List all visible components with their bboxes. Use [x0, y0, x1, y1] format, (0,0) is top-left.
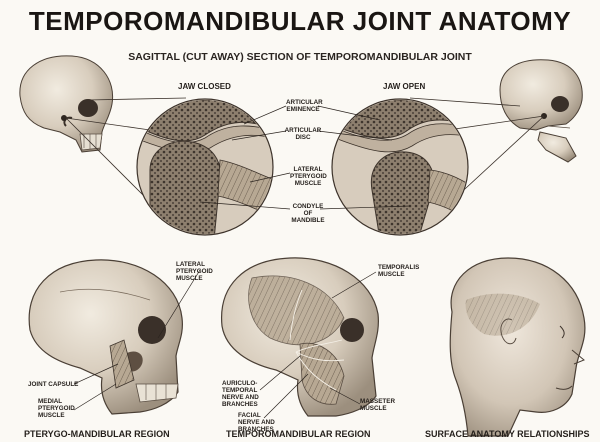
joint-section-open [325, 99, 475, 240]
heading-jaw-open: JAW OPEN [383, 82, 425, 91]
label-articular-disc: ARTICULAR DISC [278, 127, 328, 141]
label-medial-pterygoid: MEDIAL PTERYGOID MUSCLE [38, 398, 76, 419]
skull-closed-top-left [20, 56, 113, 152]
label-joint-capsule: JOINT CAPSULE [28, 381, 88, 388]
caption-pterygo-mandibular: PTERYGO-MANDIBULAR REGION [24, 429, 170, 439]
skull-pterygo-mandibular [29, 260, 182, 414]
joint-section-closed [130, 99, 280, 240]
label-articular-eminence: ARTICULAR EMINENCE [286, 99, 320, 113]
label-lateral-pterygoid-left: LATERAL PTERYGOID MUSCLE [176, 261, 212, 282]
label-masseter: MASSETER MUSCLE [360, 398, 400, 412]
skull-open-top-right [500, 60, 582, 162]
label-lateral-pterygoid-center: LATERAL PTERYGOID MUSCLE [290, 166, 326, 187]
caption-temporomandibular: TEMPOROMANDIBULAR REGION [226, 429, 371, 439]
label-auriculotemporal: AURICULO-TEMPORAL NERVE AND BRANCHES [222, 380, 270, 408]
head-surface-anatomy [450, 258, 585, 436]
heading-jaw-closed: JAW CLOSED [178, 82, 231, 91]
label-temporalis: TEMPORALIS MUSCLE [378, 264, 418, 278]
label-condyle: CONDYLE OF MANDIBLE [288, 203, 328, 224]
caption-surface-anatomy: SURFACE ANATOMY RELATIONSHIPS [425, 429, 590, 439]
